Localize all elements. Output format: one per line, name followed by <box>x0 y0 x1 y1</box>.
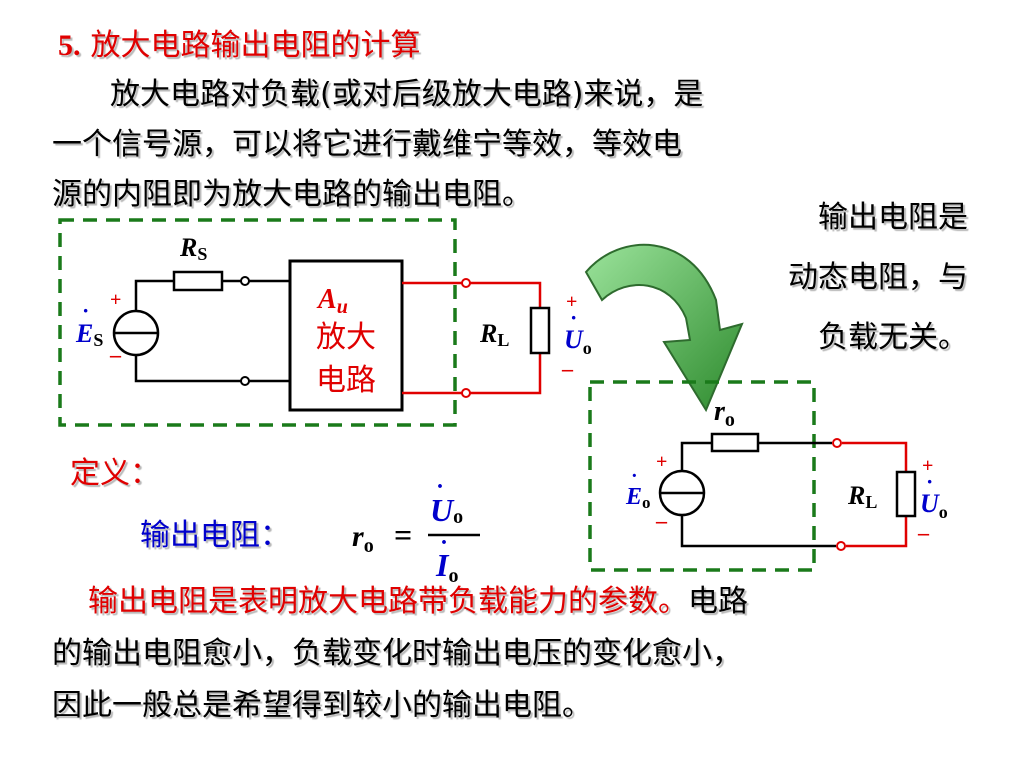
right-source-minus: – <box>655 508 668 533</box>
intro-line-3: 源的内阻即为放大电路的输出电阻。 <box>52 177 532 212</box>
right-rl-resistor <box>895 470 917 518</box>
formula-label: 输出电阻： <box>140 518 290 553</box>
left-in-terminal-bottom <box>240 376 250 386</box>
formula-denominator: Io <box>435 547 458 587</box>
left-source-minus: – <box>109 342 122 367</box>
right-out-label: Uo <box>920 489 948 522</box>
conclusion-rest-1: 电路 <box>688 584 748 619</box>
right-ro-label: ro <box>714 396 735 431</box>
right-out-plus: + <box>922 455 933 477</box>
right-source-dot: · <box>631 465 638 487</box>
side-note-line-2: 动态电阻，与 <box>788 260 968 295</box>
right-dashed-frame <box>588 380 816 572</box>
curved-arrow-icon <box>584 243 744 413</box>
left-rs-label: RS <box>179 233 207 264</box>
right-ro-resistor <box>710 432 760 453</box>
formula-lhs: ro <box>352 520 374 557</box>
side-note-line-3: 负载无关。 <box>818 320 968 355</box>
intro-line-1: 放大电路对负载(或对后级放大电路)来说，是 <box>110 77 704 112</box>
title-text: 放大电路输出电阻的计算 <box>90 28 421 63</box>
right-circuit: ro Eo · + – RL + Uo · – <box>588 380 948 572</box>
side-note: 输出电阻是 动态电阻，与 负载无关。 <box>728 188 968 368</box>
left-out-minus: – <box>561 356 574 381</box>
left-rs-resistor <box>172 270 224 292</box>
right-out-dot: · <box>926 469 933 494</box>
right-source-plus: + <box>656 451 667 473</box>
left-in-terminal-top <box>240 276 250 286</box>
intro-line-2: 一个信号源，可以将它进行戴维宁等效，等效电 <box>52 127 682 162</box>
conclusion-line-1: 输出电阻是表明放大电路带负载能力的参数。电路 <box>52 576 972 628</box>
left-rl-label: RL <box>479 319 509 350</box>
left-source-dot: · <box>82 298 89 323</box>
left-rl-resistor <box>529 306 551 355</box>
right-out-minus: – <box>917 520 930 545</box>
left-out-plus: + <box>566 291 577 313</box>
definition-label: 定义： <box>70 456 160 491</box>
slide-title: 5. 放大电路输出电阻的计算 <box>58 20 421 64</box>
formula-numerator-dot: · <box>436 474 444 500</box>
side-note-line-1: 输出电阻是 <box>818 200 968 235</box>
left-out-dot: · <box>570 305 577 330</box>
right-out-terminal-top <box>832 438 842 448</box>
formula-equals: = <box>394 517 412 553</box>
amp-line-2: 电路 <box>316 363 376 398</box>
conclusion-highlight: 输出电阻是表明放大电路带负载能力的参数。 <box>88 584 688 619</box>
amp-symbol: Au <box>316 284 348 318</box>
right-out-terminal-bottom <box>836 541 846 551</box>
conclusion-line-2: 的输出电阻愈小，负载变化时输出电压的变化愈小， <box>52 636 742 671</box>
right-rl-label: RL <box>847 481 877 512</box>
left-source-plus: + <box>110 289 121 311</box>
left-source-label: ES <box>75 319 103 350</box>
amplifier-box <box>288 259 404 412</box>
left-out-label: Uo <box>564 325 592 358</box>
formula-numerator: Uo <box>430 492 463 528</box>
formula-denominator-dot: · <box>440 530 448 556</box>
left-out-terminal-bottom <box>461 388 471 398</box>
left-circuit: RS ES · + – Au 放大 电路 RL + Uo · – <box>58 218 592 427</box>
left-out-terminal-top <box>461 278 471 288</box>
formula: ro = Uo · Io · <box>352 474 480 587</box>
title-number: 5. <box>58 29 81 62</box>
right-source-label: Eo <box>625 484 651 512</box>
intro-paragraph: 放大电路对负载(或对后级放大电路)来说，是 一个信号源，可以将它进行戴维宁等效，… <box>52 70 932 220</box>
left-dashed-frame <box>58 218 457 427</box>
conclusion-paragraph: 输出电阻是表明放大电路带负载能力的参数。电路 的输出电阻愈小，负载变化时输出电压… <box>52 576 972 732</box>
amp-line-1: 放大 <box>316 320 376 355</box>
conclusion-line-3: 因此一般总是希望得到较小的输出电阻。 <box>52 688 592 723</box>
